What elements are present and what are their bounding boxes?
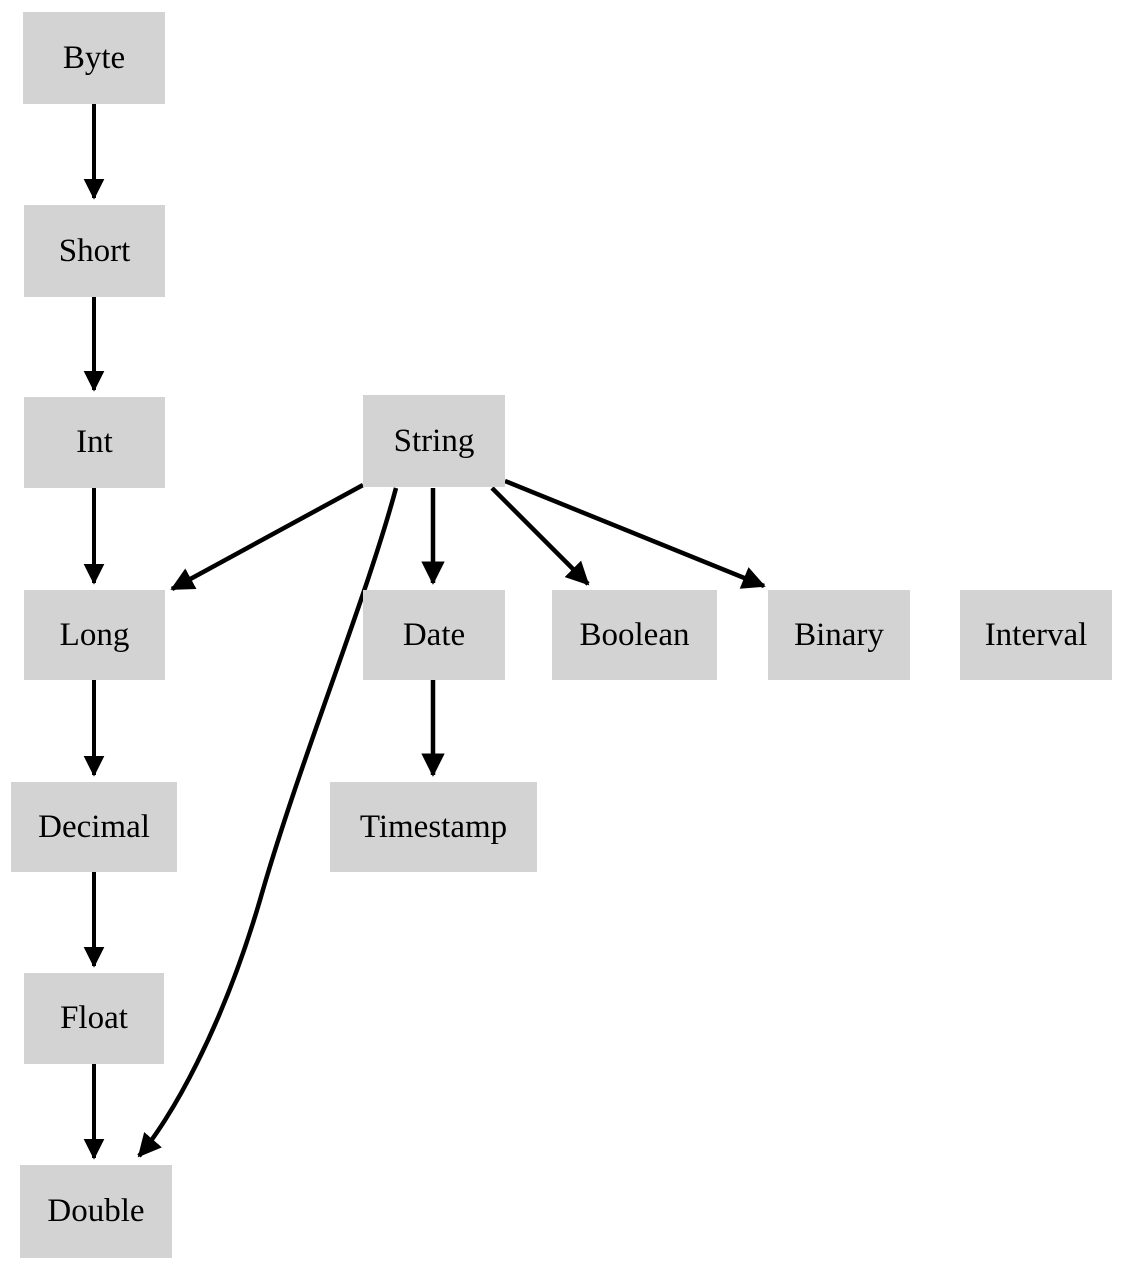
- node-short-label: Short: [58, 232, 131, 269]
- node-boolean[interactable]: Boolean: [552, 590, 717, 680]
- edge-string-binary: [504, 478, 766, 589]
- node-float[interactable]: Float: [24, 973, 164, 1064]
- node-timestamp[interactable]: Timestamp: [330, 782, 537, 872]
- node-decimal[interactable]: Decimal: [11, 782, 177, 872]
- node-string-label: String: [393, 422, 475, 459]
- node-binary[interactable]: Binary: [768, 590, 910, 680]
- node-binary-label: Binary: [794, 616, 884, 653]
- node-int-label: Int: [76, 424, 113, 460]
- node-decimal-label: Decimal: [38, 808, 150, 845]
- edge-string-boolean: [490, 486, 590, 586]
- node-timestamp-label: Timestamp: [359, 808, 508, 845]
- node-byte[interactable]: Byte: [23, 12, 165, 104]
- node-long-label: Long: [59, 616, 130, 653]
- node-string[interactable]: String: [363, 395, 505, 487]
- node-date[interactable]: Date: [363, 590, 505, 680]
- node-date-label: Date: [402, 616, 466, 653]
- node-int[interactable]: Int: [24, 397, 165, 488]
- node-byte-label: Byte: [62, 39, 126, 76]
- node-interval-label: Interval: [984, 616, 1088, 653]
- node-boolean-label: Boolean: [579, 616, 690, 653]
- edge-string-long: [170, 483, 365, 591]
- node-interval[interactable]: Interval: [960, 590, 1112, 680]
- node-long[interactable]: Long: [24, 590, 165, 680]
- node-double-label: Double: [47, 1193, 145, 1229]
- node-float-label: Float: [60, 1000, 128, 1036]
- node-short[interactable]: Short: [24, 205, 165, 297]
- node-double[interactable]: Double: [20, 1165, 172, 1258]
